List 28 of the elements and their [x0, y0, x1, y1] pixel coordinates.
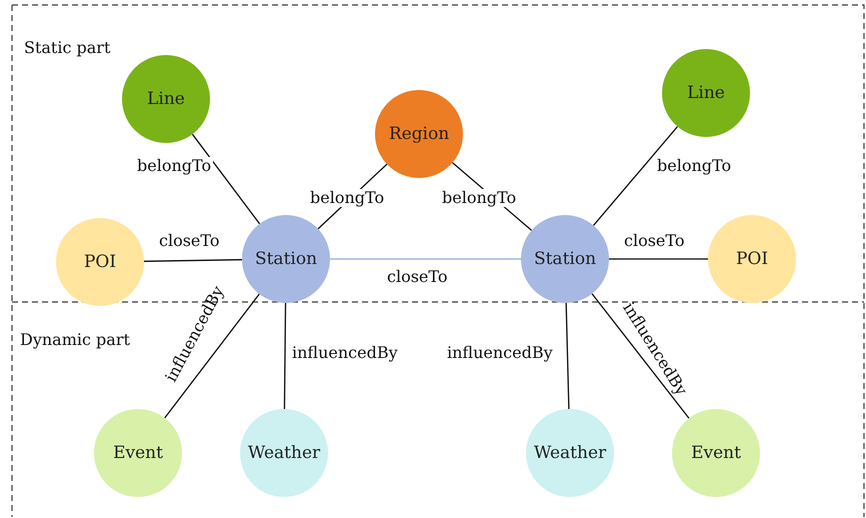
node-label: Station — [534, 249, 596, 269]
edge-label: belongTo — [440, 189, 518, 207]
node-label: Station — [254, 249, 318, 269]
connector-line — [592, 293, 690, 419]
edge-label: influencedBy — [445, 344, 555, 362]
connector-line — [592, 126, 678, 226]
node-label: Weather — [534, 443, 606, 463]
edge-label: influencedBy — [290, 344, 400, 362]
node-label: Weather — [248, 443, 320, 463]
edge-label: belongTo — [655, 157, 734, 175]
connector-line — [164, 294, 260, 418]
edge-label: belongTo — [308, 189, 386, 207]
connector-line — [330, 258, 521, 260]
section-label: Dynamic part — [20, 330, 130, 349]
node-label: POI — [736, 249, 768, 269]
section-label: Static part — [24, 38, 110, 57]
node-label: Line — [687, 83, 725, 103]
node-label: Event — [113, 443, 163, 463]
node-label: Region — [388, 124, 450, 144]
connector-line — [565, 302, 570, 410]
connector-line — [609, 258, 708, 260]
edge-label: belongTo — [135, 157, 214, 175]
node-label: POI — [84, 252, 116, 272]
node-label: Event — [691, 443, 741, 463]
connector-line — [144, 259, 242, 262]
connector-line — [192, 134, 260, 224]
node-label: Line — [147, 89, 185, 109]
connector-line — [284, 303, 286, 409]
